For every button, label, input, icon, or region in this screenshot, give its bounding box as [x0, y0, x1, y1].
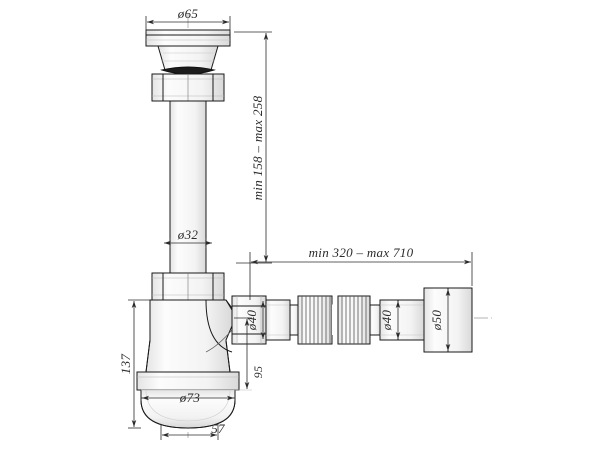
trap-bowl: [145, 299, 233, 373]
dim-label-outlet-end-dia: ø50: [429, 310, 444, 332]
bellows-a: [297, 295, 333, 345]
outlet-neck-a: [289, 304, 299, 336]
dimension-lines: [128, 16, 473, 440]
dim-label-height-range: min 158 – max 258: [250, 95, 265, 200]
gasket: [160, 66, 216, 75]
dim-label-bowl-height: 137: [118, 354, 133, 375]
dim-label-tailpipe-dia: ø32: [177, 227, 199, 242]
lower-nut: [151, 272, 225, 301]
dim-label-bottom-width: 57: [211, 421, 225, 436]
dim-label-flange-dia: ø65: [177, 6, 199, 21]
outlet-inlet-stub: [265, 299, 291, 341]
bellows-b: [337, 295, 371, 345]
dim-label-outlet-drop: 95: [251, 366, 265, 379]
dim-label-bowl-dia: ø73: [179, 390, 201, 405]
tailpipe: [169, 100, 207, 274]
dim-label-outlet-pipe-dia: ø40: [379, 310, 394, 332]
dim-label-reach-range: min 320 – max 710: [309, 245, 414, 260]
top-nut: [151, 73, 225, 102]
outlet-pipe: [379, 299, 425, 341]
top-flange: [145, 29, 231, 47]
bellows-gap: [332, 304, 338, 335]
dim-label-outlet-inlet-dia: ø40: [244, 310, 259, 332]
cone-washer: [157, 45, 219, 71]
